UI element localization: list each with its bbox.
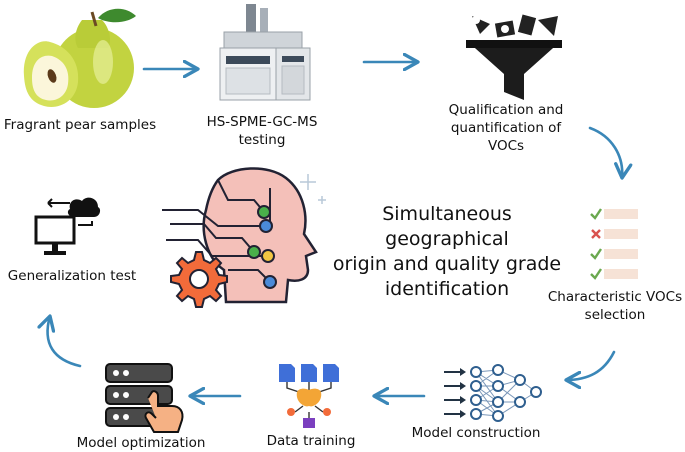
arrow-qual-to-select <box>588 126 622 178</box>
center-title: Simultaneous geographical origin and qua… <box>332 203 562 300</box>
label-model-optimization: Model optimization <box>76 435 206 451</box>
checklist-icon <box>588 205 644 281</box>
label-data-training: Data training <box>266 433 356 449</box>
pear-icon <box>8 2 143 112</box>
ai-head-gear-icon <box>158 160 330 318</box>
label-generalization-test: Generalization test <box>7 268 137 284</box>
neural-network-icon <box>442 362 542 424</box>
arrow-optimize-to-generalize <box>48 316 82 368</box>
label-characteristic-vocs-selection: Characteristic VOCs selection <box>547 289 683 323</box>
data-training-icon <box>275 362 345 430</box>
label-qualification-quantification-vocs: Qualification and quantification of VOCs <box>448 102 564 154</box>
server-optimization-icon <box>102 362 186 434</box>
label-hs-spme-gc-ms-testing: HS-SPME-GC-MS testing <box>206 114 318 148</box>
gcms-instrument-icon <box>202 2 318 107</box>
label-fragrant-pear-samples: Fragrant pear samples <box>3 117 157 133</box>
monitor-cloud-icon <box>32 195 102 257</box>
arrow-select-to-construct <box>566 350 616 380</box>
funnel-icon <box>462 12 566 104</box>
label-model-construction: Model construction <box>411 425 541 441</box>
